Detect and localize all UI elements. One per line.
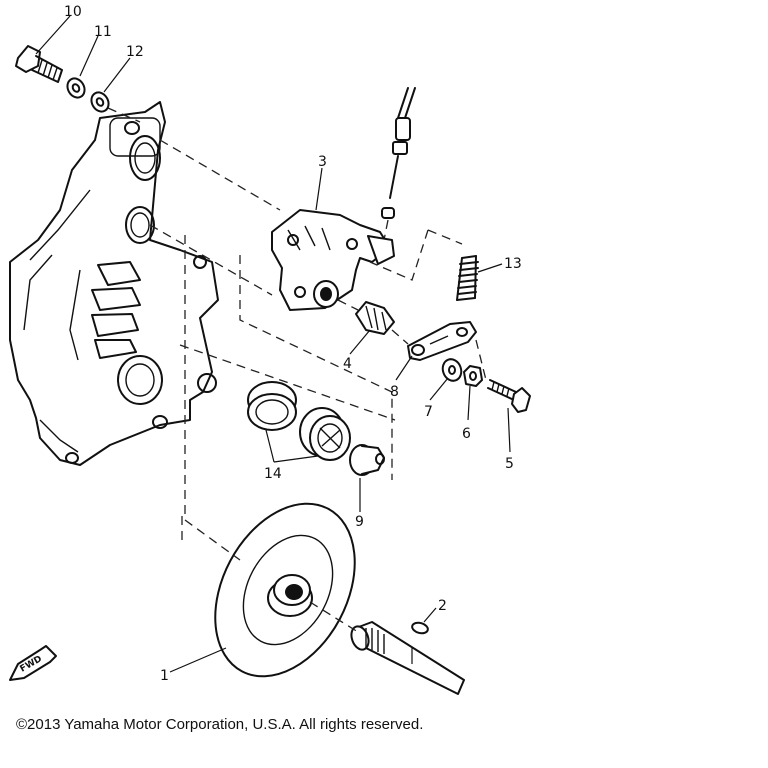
nut-6	[463, 365, 483, 387]
part-label-12: 12	[126, 44, 144, 60]
part-labels: 10 11 12 3 13 4 8 7 6 5 14 9 2 1	[64, 4, 522, 684]
bolt-5	[487, 379, 531, 413]
part-label-14: 14	[264, 466, 282, 482]
part-label-9: 9	[355, 514, 364, 530]
forward-arrow-icon: FWD	[9, 645, 57, 681]
part-label-4: 4	[343, 356, 352, 372]
assembly-lines	[149, 139, 487, 633]
engine-case	[9, 101, 219, 466]
part-label-13: 13	[504, 256, 522, 272]
shaft	[350, 621, 465, 695]
part-label-1: 1	[160, 668, 169, 684]
link-plate-8	[407, 321, 477, 361]
part-label-6: 6	[462, 426, 471, 442]
washer-11	[66, 77, 86, 99]
part-label-5: 5	[505, 456, 514, 472]
part-label-10: 10	[64, 4, 82, 20]
part-label-8: 8	[390, 384, 399, 400]
cap-14-a	[247, 381, 297, 431]
throttle-cable	[381, 87, 416, 241]
washer-7	[441, 358, 463, 382]
copyright-notice: ©2013 Yamaha Motor Corporation, U.S.A. A…	[16, 716, 424, 733]
part-label-2: 2	[438, 598, 447, 614]
nut-4	[355, 301, 395, 335]
pulley-sheave-1	[214, 502, 356, 678]
leader-lines	[35, 15, 511, 673]
bracket-3	[271, 209, 395, 311]
part-label-3: 3	[318, 154, 327, 170]
spring-13	[456, 255, 479, 301]
cap-14-b	[299, 407, 351, 461]
washer-12	[90, 91, 110, 113]
part-label-11: 11	[94, 24, 112, 40]
plunger-9	[349, 444, 385, 476]
bolt-10	[15, 45, 63, 83]
key-2	[411, 621, 429, 635]
part-label-7: 7	[424, 404, 433, 420]
